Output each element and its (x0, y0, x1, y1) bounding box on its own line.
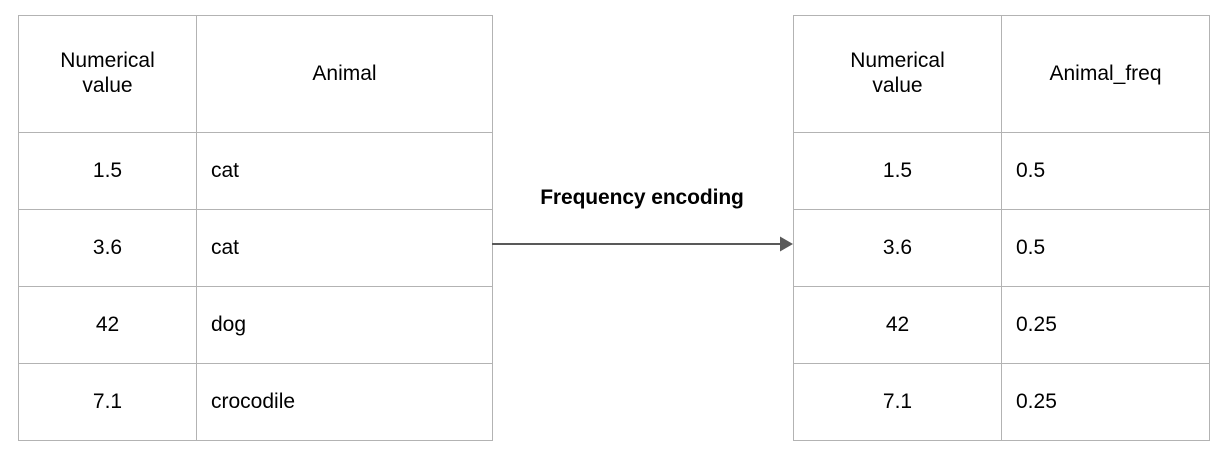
header-cell-animal: Animal (196, 15, 493, 133)
table-row: 1.5 cat (18, 132, 493, 210)
cell-numerical-value: 7.1 (793, 363, 1002, 441)
cell-animal-freq: 0.25 (1001, 363, 1210, 441)
cell-numerical-value: 3.6 (18, 209, 197, 287)
cell-animal: cat (196, 132, 493, 210)
header-cell-numerical-value: Numerical value (793, 15, 1002, 133)
table-header-row: Numerical value Animal (18, 15, 493, 133)
header-label-line2: value (82, 74, 133, 97)
cell-numerical-value: 42 (793, 286, 1002, 364)
cell-numerical-value: 1.5 (793, 132, 1002, 210)
output-table: Numerical value Animal_freq 1.5 0.5 3.6 … (793, 15, 1210, 441)
table-row: 42 0.25 (793, 286, 1210, 364)
cell-animal-freq: 0.5 (1001, 209, 1210, 287)
cell-animal: cat (196, 209, 493, 287)
table-row: 7.1 crocodile (18, 363, 493, 441)
header-label-line1: Animal_freq (1049, 61, 1162, 85)
table-row: 3.6 cat (18, 209, 493, 287)
table-row: 3.6 0.5 (793, 209, 1210, 287)
header-label-line1: Numerical (60, 49, 155, 73)
header-label-line1: Numerical (850, 49, 945, 73)
cell-animal-freq: 0.25 (1001, 286, 1210, 364)
header-label-line1: Animal (312, 61, 377, 85)
arrow-label: Frequency encoding (540, 186, 744, 209)
cell-animal: crocodile (196, 363, 493, 441)
table-row: 42 dog (18, 286, 493, 364)
cell-numerical-value: 7.1 (18, 363, 197, 441)
table-row: 1.5 0.5 (793, 132, 1210, 210)
transformation-arrow-group: Frequency encoding (484, 186, 800, 266)
header-cell-numerical-value: Numerical value (18, 15, 197, 133)
cell-animal: dog (196, 286, 493, 364)
arrow-right-icon (492, 236, 793, 252)
cell-numerical-value: 1.5 (18, 132, 197, 210)
header-label-line2: value (872, 74, 923, 97)
table-header-row: Numerical value Animal_freq (793, 15, 1210, 133)
table-row: 7.1 0.25 (793, 363, 1210, 441)
input-table: Numerical value Animal 1.5 cat 3.6 cat 4… (18, 15, 493, 441)
cell-animal-freq: 0.5 (1001, 132, 1210, 210)
cell-numerical-value: 42 (18, 286, 197, 364)
header-cell-animal-freq: Animal_freq (1001, 15, 1210, 133)
cell-numerical-value: 3.6 (793, 209, 1002, 287)
